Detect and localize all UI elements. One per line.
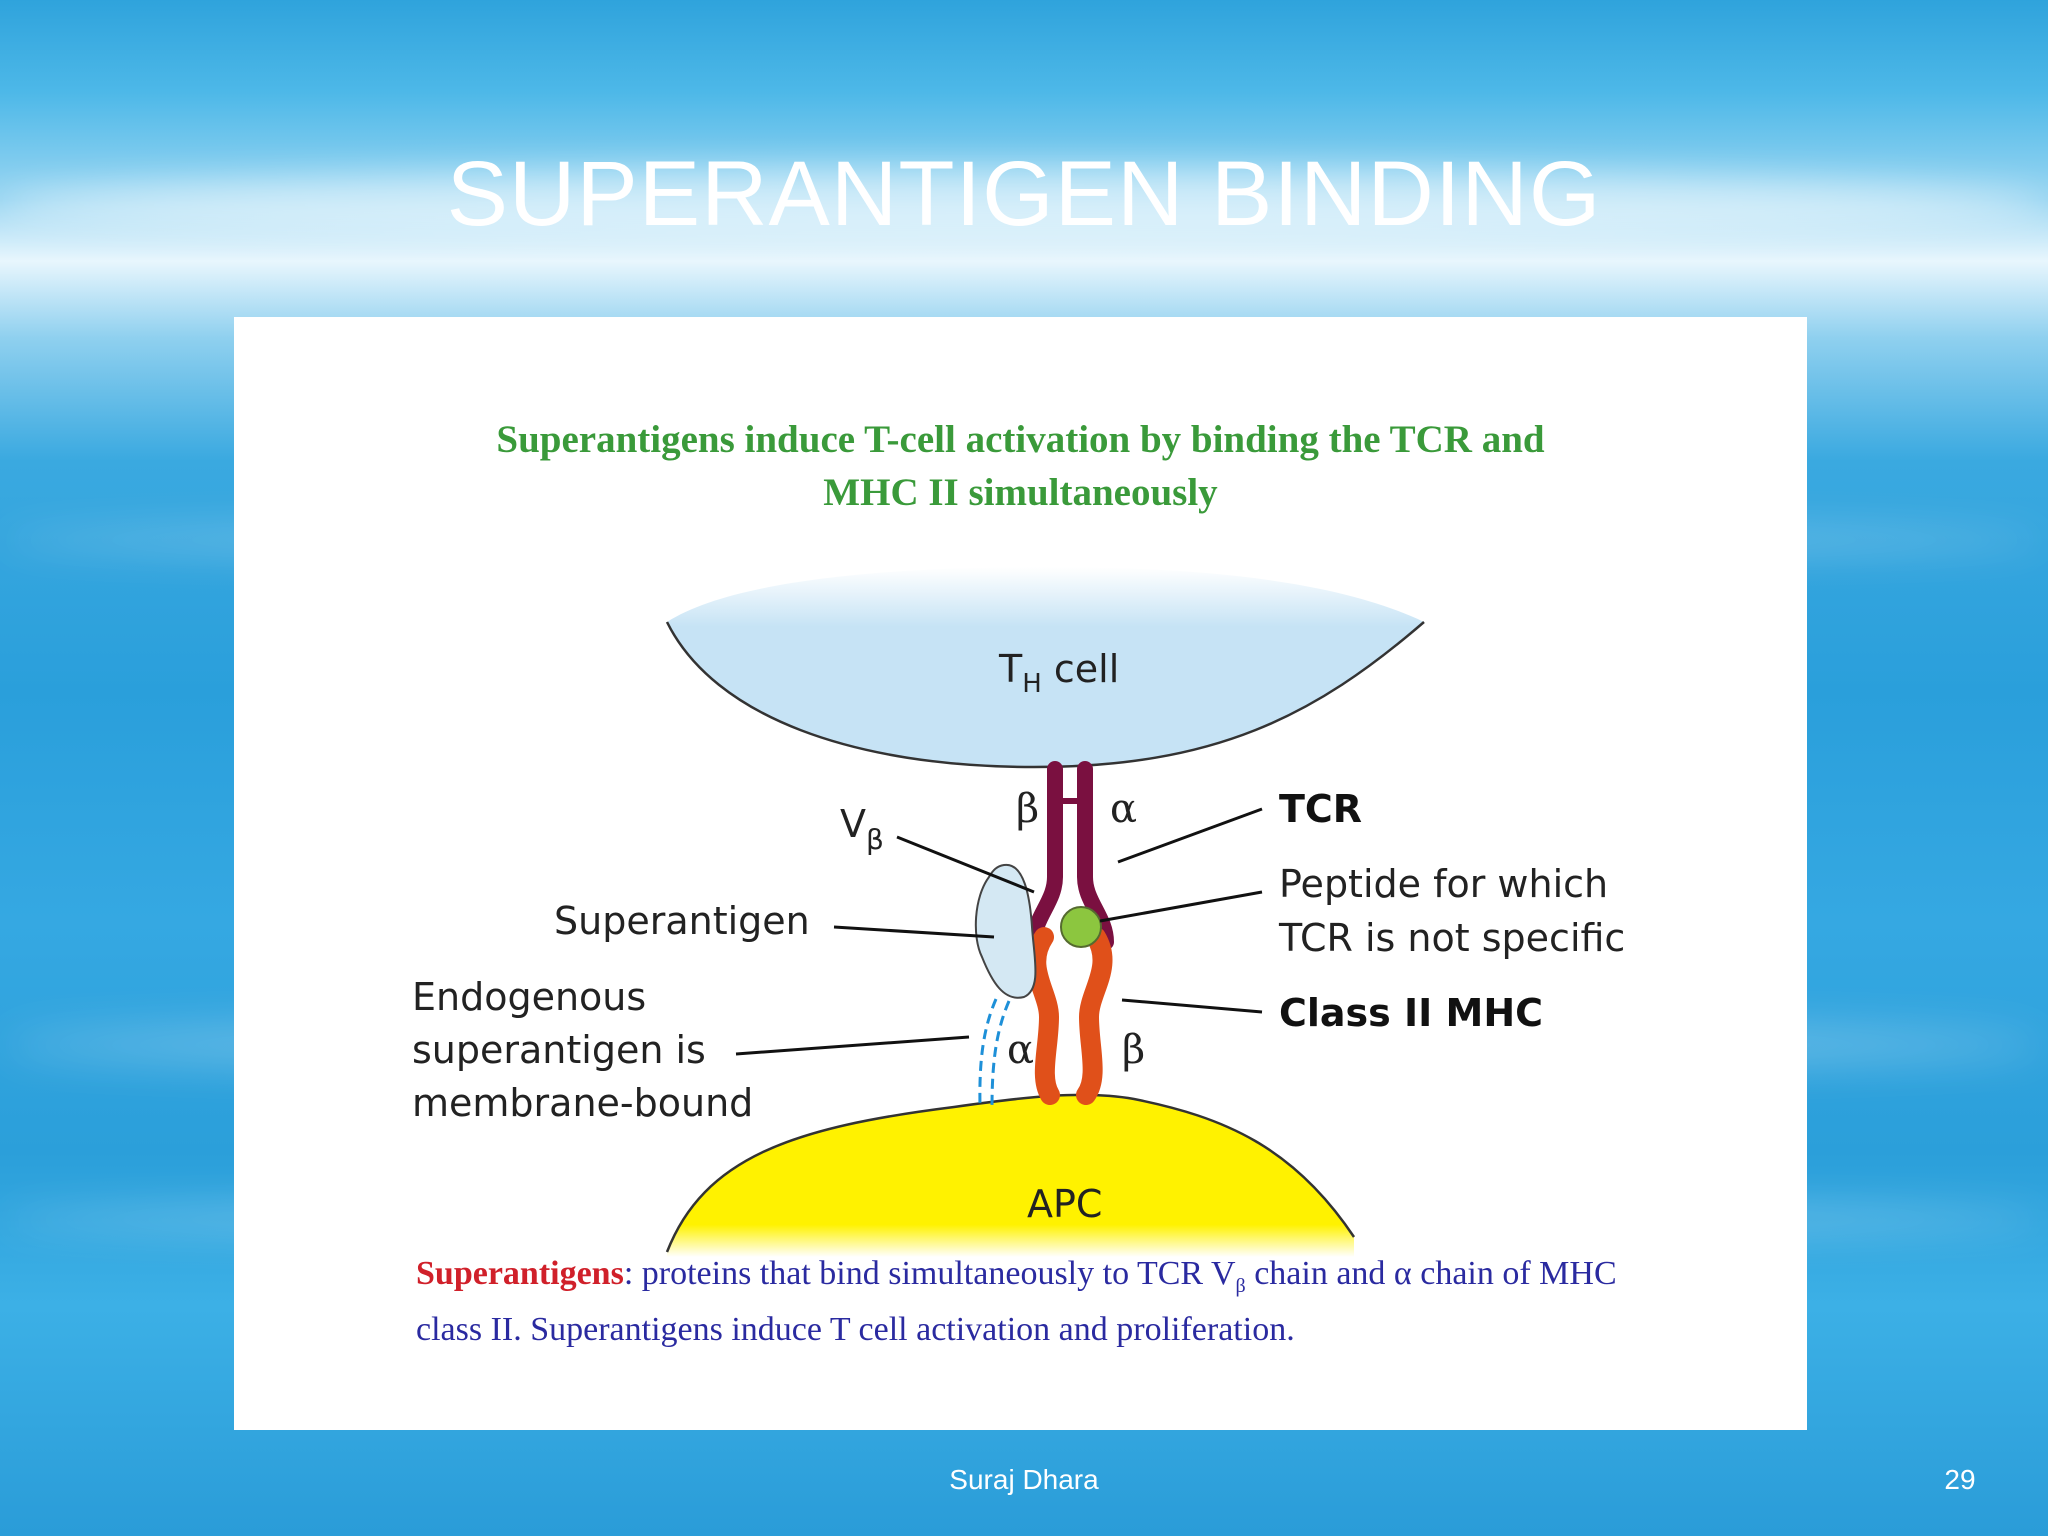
tcr-beta-label: β [1016,786,1039,832]
mhc-leader [1121,998,1263,1014]
tcr-leader [1117,807,1263,864]
th-cell-shape [667,567,1424,767]
th-cell-label: TH cell [998,647,1119,699]
mhc-beta-label: β [1122,1027,1145,1073]
caption-subscript: β [1235,1274,1246,1297]
caption-term: Superantigens [416,1255,624,1292]
caption-text-2: chain and α chain of MHC class II. Super… [416,1255,1617,1348]
page-number: 29 [1944,1464,1976,1495]
vbeta-label-sub: β [866,823,884,856]
superantigen-label: Superantigen [554,899,810,943]
background-streak [0,170,2048,240]
th-cell-label-sub: H [1022,669,1042,699]
mhc-alpha-chain [1026,927,1060,1105]
tcr-label: TCR [1279,787,1362,831]
peptide-leader [1099,890,1263,923]
endogenous-tether [978,998,998,1108]
vbeta-label: Vβ [840,802,884,856]
peptide-shape [1060,906,1102,948]
caption-text-1: : proteins that bind simultaneously to T… [623,1255,1236,1292]
endogenous-leader [735,1035,970,1056]
vbeta-label-main: V [840,802,866,846]
peptide-label-line2: TCR is not specific [1278,916,1625,960]
figure-heading-line1: Superantigens induce T-cell activation b… [496,418,1545,461]
th-cell-label-rest: cell [1042,647,1119,691]
superantigen-leader [833,925,995,939]
peptide-label-line1: Peptide for which [1279,862,1608,906]
tcr-alpha-label: α [1110,786,1137,832]
figure-panel: Superantigens induce T-cell activation b… [234,317,1807,1430]
footer-author: Suraj Dhara [949,1464,1099,1495]
endogenous-tether [990,1000,1011,1108]
endogenous-label-line1: Endogenous [412,975,646,1019]
slide-title: SUPERANTIGEN BINDING [446,143,1602,245]
vbeta-leader [896,835,1035,894]
apc-label: APC [1027,1182,1102,1226]
class2-mhc-label: Class II MHC [1279,991,1543,1035]
mhc-alpha-label: α [1007,1027,1034,1073]
endogenous-label-line3: membrane-bound [412,1081,753,1125]
figure-caption: Superantigens: proteins that bind simult… [416,1252,1676,1352]
apc-shape [667,1094,1354,1257]
apc-outline [665,1093,1356,1253]
mhc-beta-chain [1076,927,1113,1105]
endogenous-label-line2: superantigen is [412,1028,706,1072]
figure-heading-line2: MHC II simultaneously [823,471,1218,514]
th-cell-label-main: T [998,647,1023,691]
superantigen-diagram: TH cell APC β α α β Vβ TCR Peptide for w… [412,567,1625,1257]
th-cell-outline [665,621,1425,769]
figure-heading: Superantigens induce T-cell activation b… [234,413,1807,519]
superantigen-shape [974,863,1037,999]
